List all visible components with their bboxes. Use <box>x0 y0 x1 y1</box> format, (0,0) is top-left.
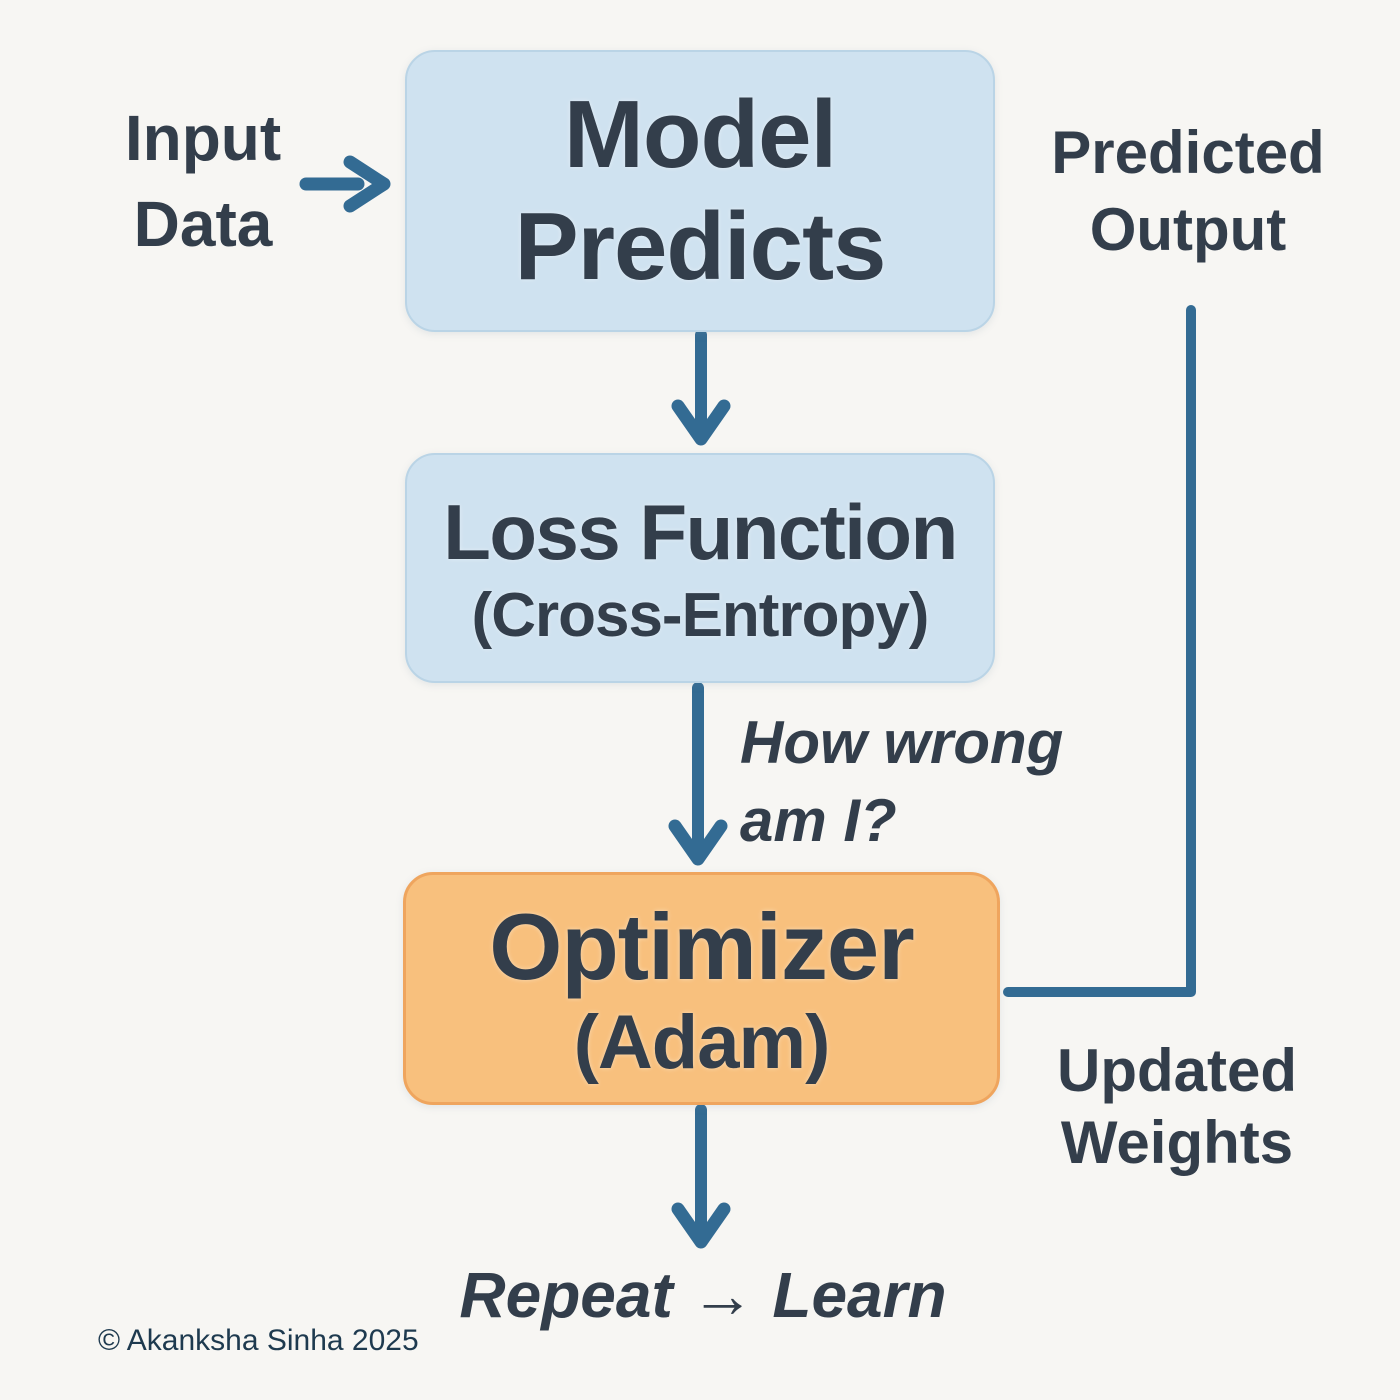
loss-function-line1: Loss Function <box>443 487 958 576</box>
optimizer-line2: (Adam) <box>573 999 831 1085</box>
model-predicts-line2: Predicts <box>514 193 887 300</box>
optimizer-to-repeat-arrow <box>671 1104 731 1249</box>
how-wrong-line2: am I? <box>740 787 897 854</box>
optimizer-box: Optimizer (Adam) <box>403 872 1000 1105</box>
predicted-output-label: Predicted Output <box>1038 115 1338 269</box>
copyright-text: © Akanksha Sinha 2025 <box>98 1324 419 1357</box>
loss-function-box: Loss Function (Cross-Entropy) <box>405 453 995 683</box>
predicted-output-line1: Predicted <box>1051 119 1325 186</box>
model-predicts-box: Model Predicts <box>405 50 995 332</box>
input-arrow <box>299 155 391 213</box>
loss-function-line2: (Cross-Entropy) <box>471 580 930 650</box>
updated-weights-label: Updated Weights <box>1027 1035 1327 1179</box>
input-data-label: Input Data <box>53 96 353 268</box>
predicted-output-connector <box>1003 305 1196 997</box>
updated-weights-line2: Weights <box>1060 1109 1294 1176</box>
optimizer-line1: Optimizer <box>489 893 915 999</box>
predicted-output-line2: Output <box>1089 195 1287 263</box>
input-data-line1: Input <box>124 102 282 174</box>
repeat-learn-label: Repeat → Learn <box>459 1259 947 1331</box>
how-wrong-annotation: How wrong am I? <box>740 704 1100 860</box>
input-data-line2: Data <box>133 187 273 260</box>
loss-to-optimizer-arrow <box>668 682 728 866</box>
how-wrong-line1: How wrong <box>740 709 1064 776</box>
model-predicts-line1: Model <box>563 80 837 188</box>
updated-weights-line1: Updated <box>1057 1037 1297 1104</box>
model-to-loss-arrow <box>671 329 731 446</box>
